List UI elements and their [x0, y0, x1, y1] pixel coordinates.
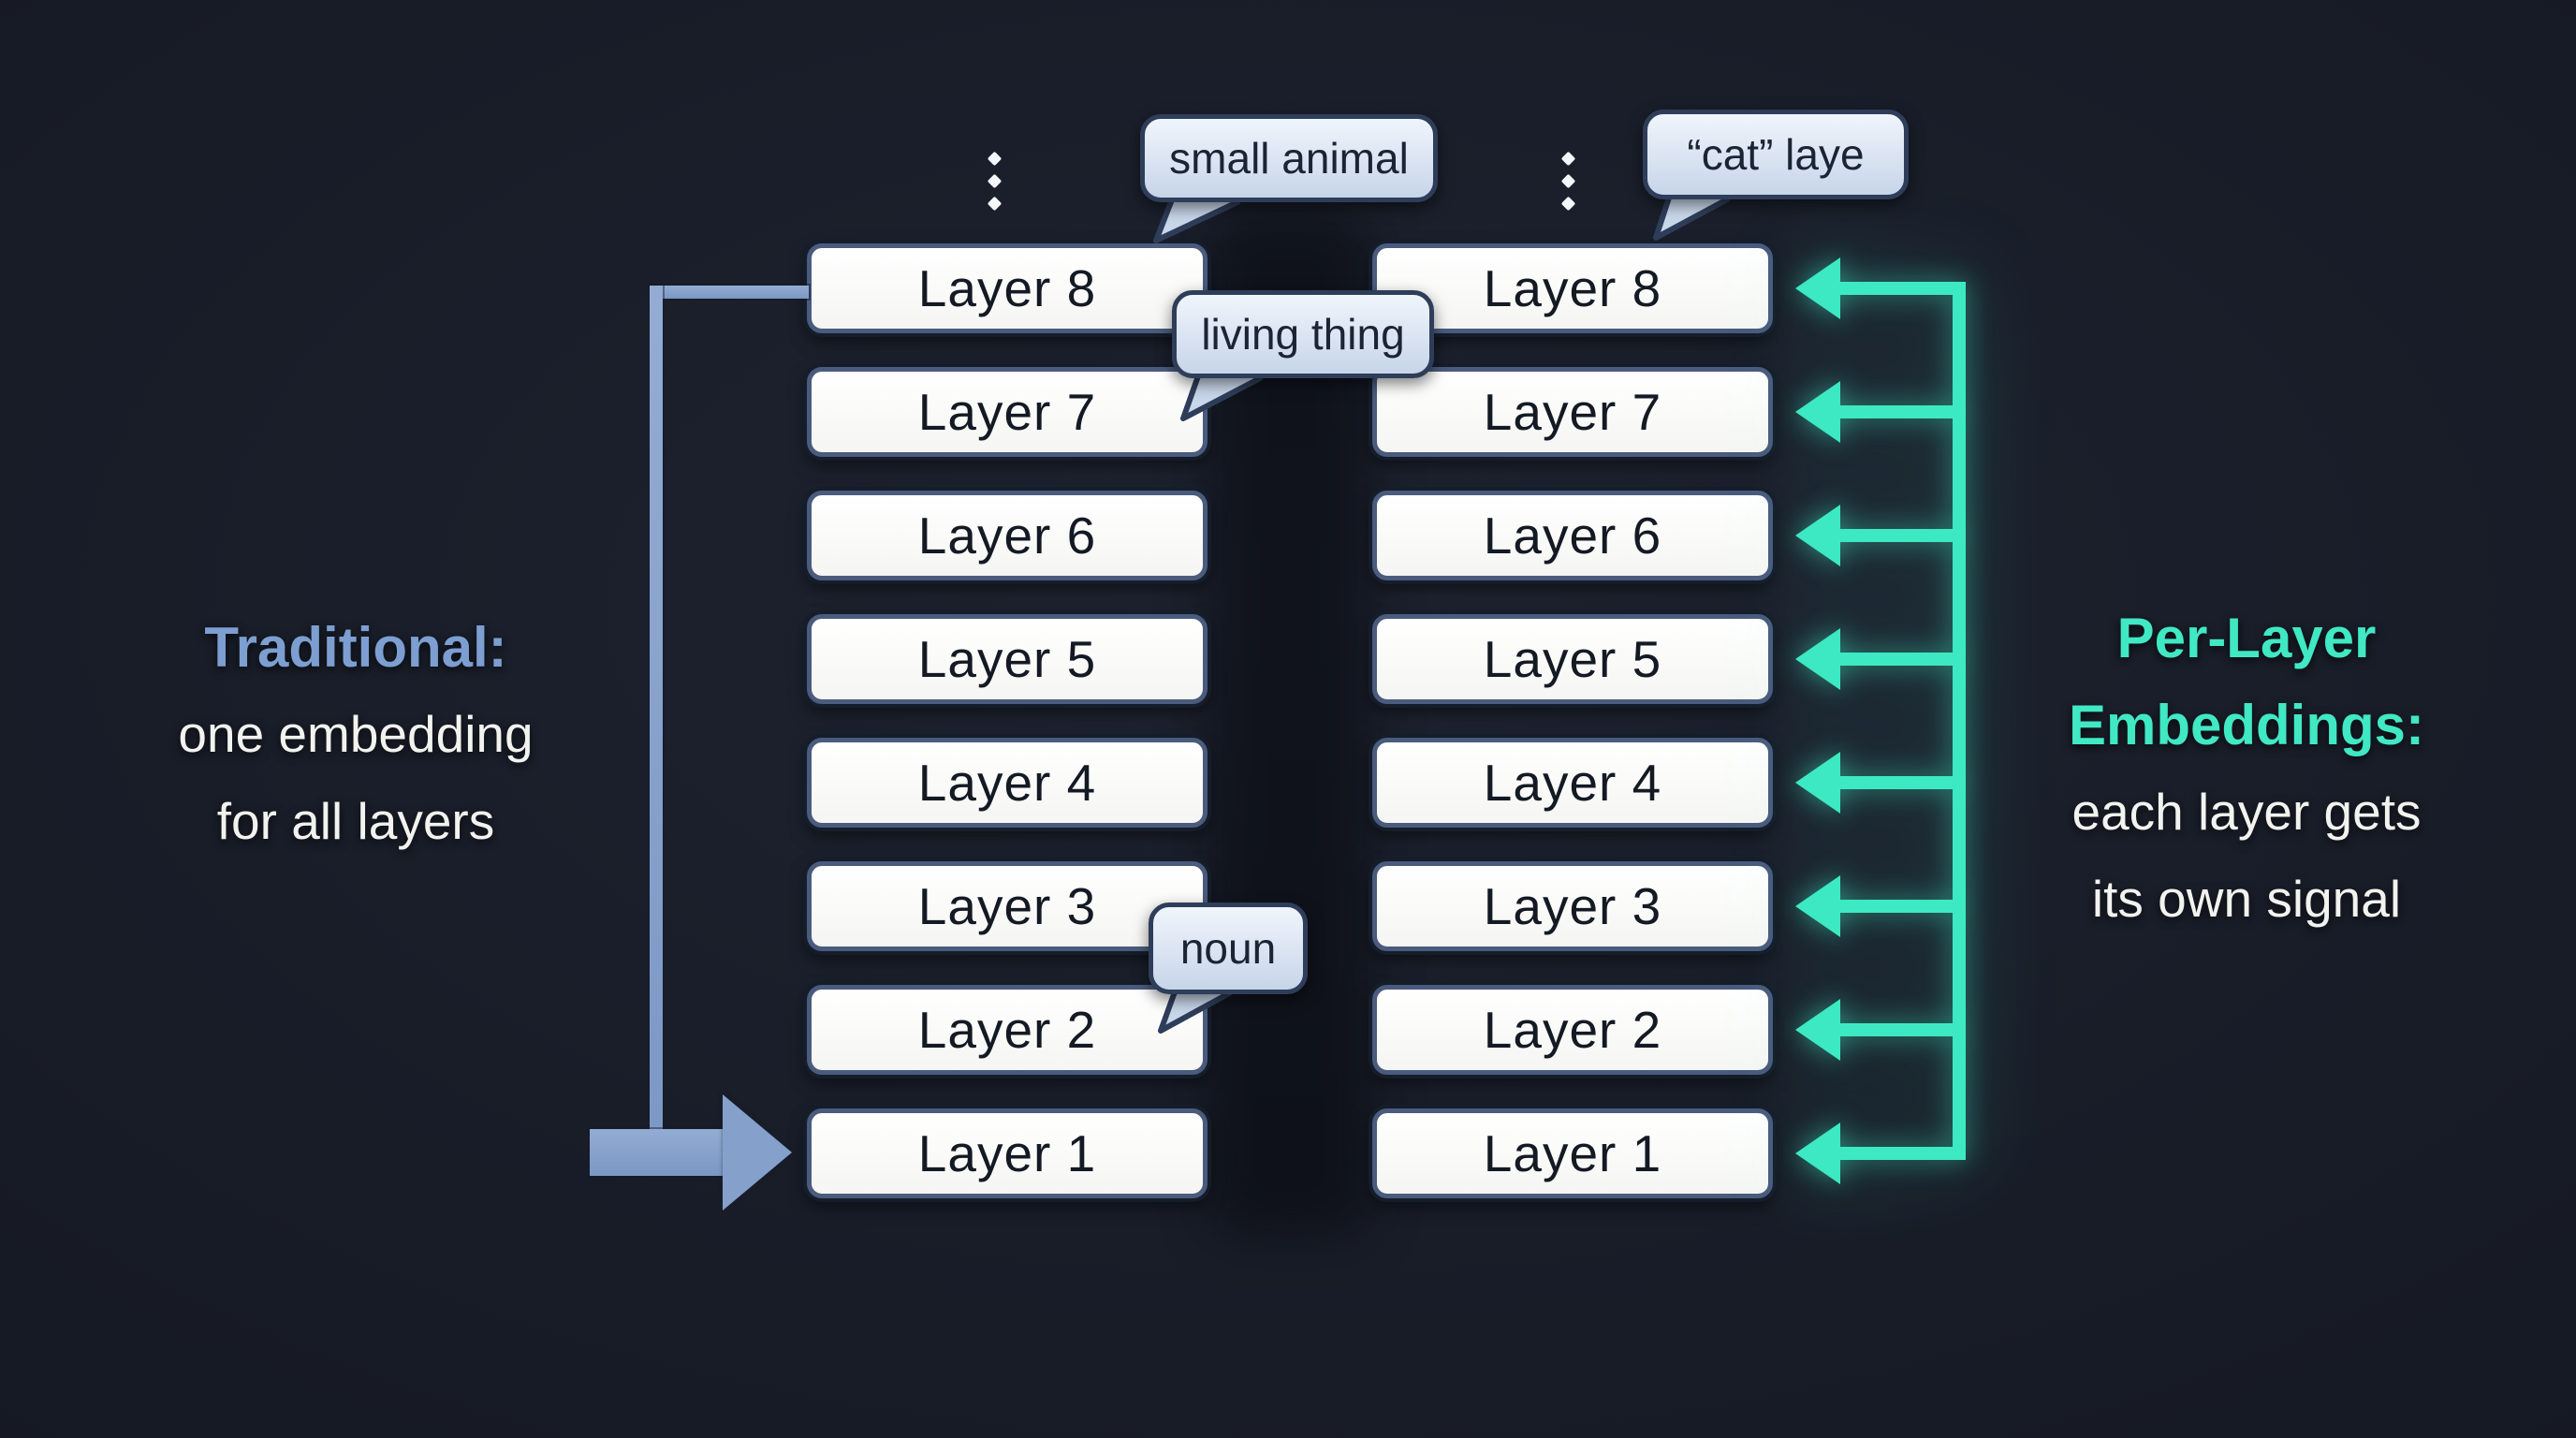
noun-bubble: noun — [1149, 902, 1308, 1034]
per-layer-arrow-layer8-icon — [1795, 257, 1966, 319]
arrowhead-left-icon — [1795, 257, 1840, 319]
per-layer-subline-1: each layer gets — [2071, 783, 2422, 841]
per-layer-arrow-layer6-icon — [1795, 505, 1966, 566]
per-layer-heading-2: Embeddings: — [2068, 694, 2424, 756]
right-layer-4-box: Layer 4 — [1372, 738, 1773, 828]
bubble-tail-icon — [1158, 985, 1233, 1034]
arrow-line — [1837, 405, 1966, 418]
layer-label: Layer 6 — [1483, 506, 1662, 565]
right-layer-7-box: Layer 7 — [1372, 367, 1773, 457]
layer-label: Layer 2 — [917, 1001, 1097, 1059]
arrowhead-left-icon — [1795, 628, 1840, 690]
traditional-arrow-vertical-segment — [650, 286, 663, 1176]
per-layer-arrow-layer5-icon — [1795, 628, 1966, 690]
per-layer-heading-block: Per-Layer Embeddings: each layer gets it… — [1992, 594, 2501, 943]
layer-label: Layer 3 — [1483, 877, 1662, 935]
per-layer-arrow-layer3-icon — [1795, 875, 1966, 937]
arrowhead-left-icon — [1795, 381, 1840, 443]
right-layer-3-box: Layer 3 — [1372, 861, 1773, 951]
arrowhead-left-icon — [1795, 752, 1840, 814]
left-layer-4-box: Layer 4 — [807, 738, 1208, 828]
bubble-label: noun — [1179, 924, 1277, 973]
right-layer-1-box: Layer 1 — [1372, 1108, 1773, 1198]
per-layer-arrow-layer4-icon — [1795, 752, 1966, 814]
left-layer-3-box: Layer 3 — [807, 861, 1208, 951]
traditional-heading-block: Traditional: one embedding for all layer… — [103, 604, 608, 865]
arrow-line — [1837, 1147, 1966, 1160]
traditional-subline-2: for all layers — [216, 792, 495, 850]
bubble-tail-icon — [1180, 370, 1264, 421]
right-layer-5-box: Layer 5 — [1372, 614, 1773, 704]
arrow-line — [1837, 1023, 1966, 1036]
left-layer-2-box: Layer 2 — [807, 985, 1208, 1075]
bubble-tail-icon — [1153, 193, 1241, 243]
arrow-line — [1837, 282, 1966, 295]
layer-label: Layer 1 — [917, 1124, 1097, 1182]
traditional-arrow-bottom-segment — [590, 1129, 723, 1176]
layer-label: Layer 8 — [1483, 259, 1662, 317]
traditional-arrow-top-segment — [650, 286, 809, 299]
layer-label: Layer 3 — [917, 877, 1097, 935]
layer-label: Layer 4 — [1483, 754, 1662, 812]
arrow-line — [1837, 653, 1966, 666]
per-layer-heading-1: Per-Layer — [2116, 607, 2377, 669]
bubble-label: living thing — [1201, 310, 1405, 359]
right-layer-2-box: Layer 2 — [1372, 985, 1773, 1075]
left-layer-1-box: Layer 1 — [807, 1108, 1208, 1198]
per-layer-subline-2: its own signal — [2091, 870, 2402, 928]
layer-label: Layer 6 — [917, 506, 1097, 565]
right-layer-6-box: Layer 6 — [1372, 491, 1773, 580]
layer-label: Layer 8 — [917, 259, 1097, 317]
layer-label: Layer 5 — [917, 630, 1097, 688]
arrow-line — [1837, 529, 1966, 542]
bubble-body: noun — [1149, 902, 1308, 994]
small-animal-bubble: small animal — [1140, 114, 1438, 243]
arrow-line — [1837, 776, 1966, 789]
per-layer-arrow-layer1-icon — [1795, 1123, 1966, 1184]
arrowhead-left-icon — [1795, 875, 1840, 937]
layer-label: Layer 1 — [1483, 1124, 1662, 1182]
traditional-arrowhead-icon — [723, 1094, 792, 1211]
layer-label: Layer 7 — [917, 383, 1097, 441]
bubble-label: small animal — [1169, 134, 1409, 183]
cat-layer-bubble: “cat” laye — [1643, 110, 1909, 241]
living-thing-bubble: living thing — [1172, 290, 1434, 421]
per-layer-arrow-layer7-icon — [1795, 381, 1966, 443]
layer-label: Layer 4 — [917, 754, 1097, 812]
layer-label: Layer 7 — [1483, 383, 1662, 441]
bubble-body: living thing — [1172, 290, 1434, 378]
per-layer-arrow-layer2-icon — [1795, 999, 1966, 1061]
right-layer-8-box: Layer 8 — [1372, 243, 1773, 333]
arrowhead-left-icon — [1795, 1123, 1840, 1184]
layer-label: Layer 5 — [1483, 630, 1662, 688]
bubble-label: “cat” laye — [1687, 130, 1865, 179]
arrow-line — [1837, 900, 1966, 913]
arrowhead-left-icon — [1795, 505, 1840, 566]
left-layer-8-box: Layer 8 — [807, 243, 1208, 333]
left-layer-7-box: Layer 7 — [807, 367, 1208, 457]
bubble-body: small animal — [1140, 114, 1438, 202]
layer-label: Layer 2 — [1483, 1001, 1662, 1059]
bubble-body: “cat” laye — [1643, 110, 1909, 199]
left-layer-5-box: Layer 5 — [807, 614, 1208, 704]
bubble-tail-icon — [1653, 191, 1731, 241]
left-layer-6-box: Layer 6 — [807, 491, 1208, 580]
per-layer-arrow-spine — [1953, 282, 1966, 1160]
arrowhead-left-icon — [1795, 999, 1840, 1061]
traditional-subline-1: one embedding — [178, 705, 534, 763]
traditional-heading: Traditional: — [204, 616, 507, 679]
